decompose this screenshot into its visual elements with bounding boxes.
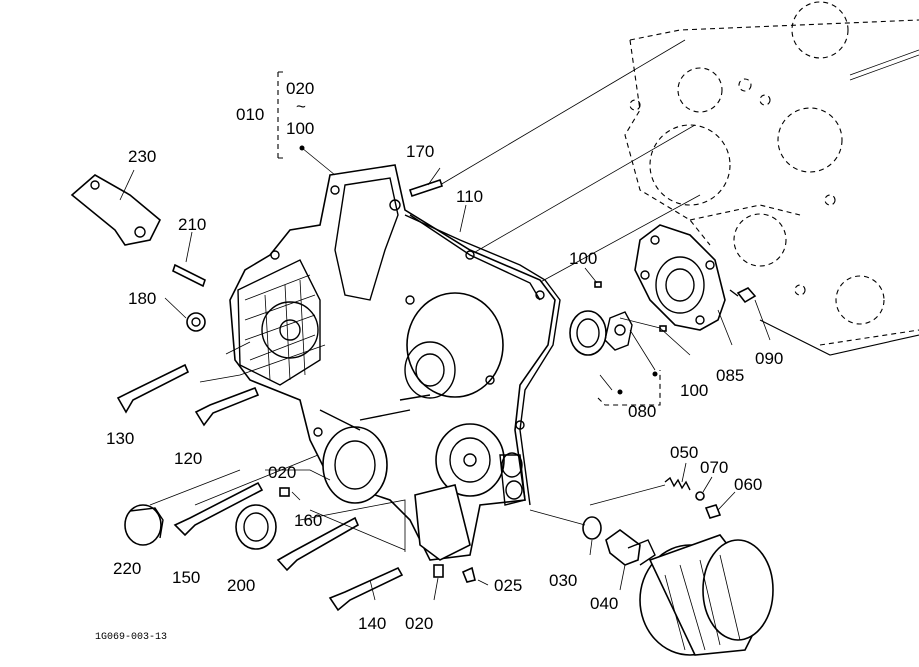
label-100-upper: 100 — [569, 249, 598, 268]
label-010: 010 — [236, 105, 265, 124]
plug-060 — [704, 504, 722, 519]
label-020-bottom: 020 — [405, 614, 434, 633]
bolt-160 — [276, 516, 360, 572]
leader-lines — [119, 71, 771, 601]
pin-020-mid — [279, 487, 290, 497]
label-180: 180 — [128, 289, 157, 308]
bracket-230 — [70, 174, 161, 246]
label-090: 090 — [755, 349, 784, 368]
stud-210 — [172, 263, 206, 288]
label-130: 130 — [106, 429, 135, 448]
cap-220 — [124, 504, 164, 546]
figure-code: 1G069-003-13 — [95, 632, 168, 643]
nut-180 — [186, 312, 206, 332]
bolt-120 — [194, 386, 260, 427]
pin-020-bot — [433, 564, 444, 578]
bolt-140 — [328, 566, 404, 612]
oil-pump-rotor — [569, 310, 633, 356]
label-020-range-start: 020 — [286, 79, 315, 98]
label-110: 110 — [456, 187, 484, 206]
label-220: 220 — [113, 559, 142, 578]
label-080: 080 — [628, 402, 657, 421]
label-025: 025 — [494, 576, 523, 595]
label-050: 050 — [670, 443, 699, 462]
bolt-090 — [729, 287, 757, 304]
stud-170 — [408, 178, 444, 198]
seal-200 — [235, 504, 277, 550]
label-170: 170 — [406, 142, 435, 161]
label-230: 230 — [128, 147, 157, 166]
label-085: 085 — [716, 366, 745, 385]
bolt-150 — [173, 481, 264, 537]
gasket-110 — [404, 214, 561, 506]
pin-100-upper — [594, 281, 602, 288]
label-140: 140 — [358, 614, 387, 633]
label-070: 070 — [700, 458, 729, 477]
sensor-040 — [605, 529, 656, 566]
plug-025 — [461, 566, 476, 583]
label-range-tilde: ~ — [296, 97, 306, 116]
spring-050 — [664, 476, 691, 491]
label-100-range-end: 100 — [286, 119, 315, 138]
label-120: 120 — [174, 449, 203, 468]
oil-pump-cover — [634, 224, 726, 331]
label-040: 040 — [590, 594, 619, 613]
label-100-lower: 100 — [680, 381, 709, 400]
label-030: 030 — [549, 571, 578, 590]
engine-block-outline — [624, 1, 919, 356]
label-200: 200 — [227, 576, 256, 595]
label-160: 160 — [294, 511, 323, 530]
ball-070 — [695, 491, 705, 501]
bolt-130 — [116, 363, 190, 414]
label-020-mid: 020 — [268, 463, 297, 482]
label-210: 210 — [178, 215, 207, 234]
gear-case — [229, 164, 556, 561]
washer-030 — [582, 516, 602, 540]
label-150: 150 — [172, 568, 201, 587]
label-060: 060 — [734, 475, 763, 494]
oil-filter — [639, 534, 774, 656]
